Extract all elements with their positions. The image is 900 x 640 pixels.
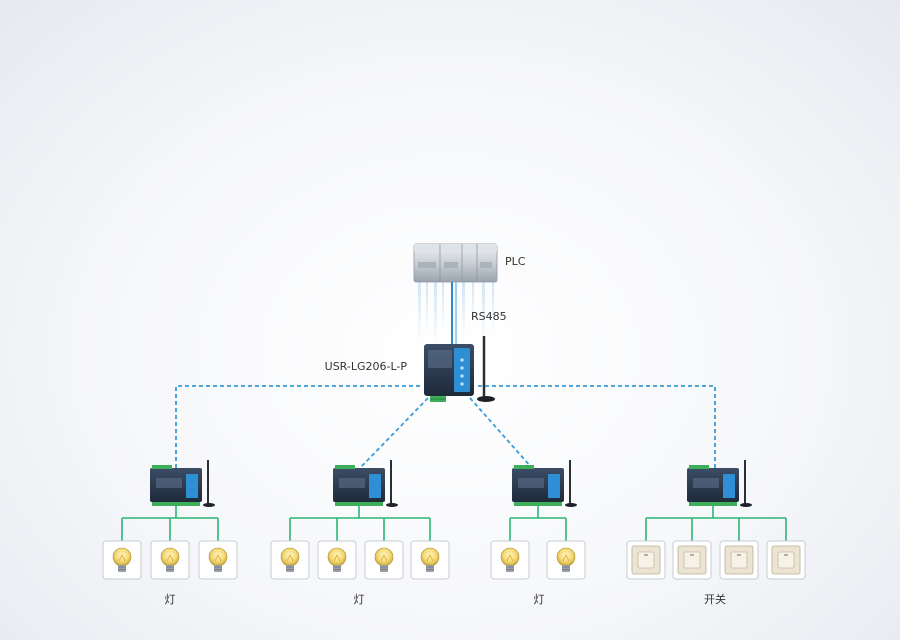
bus-line	[645, 506, 787, 541]
antenna-icon	[477, 336, 495, 402]
gateway-device-icon	[424, 344, 474, 402]
bus-line	[509, 506, 567, 541]
group-labels: 灯 灯 灯 开关	[165, 592, 727, 606]
light-bulb-icon	[546, 540, 586, 580]
bus-line	[289, 506, 431, 541]
light-bulb-icon	[317, 540, 357, 580]
antenna-icon	[740, 460, 752, 507]
light-bulb-icon	[270, 540, 310, 580]
light-bulb-icon	[198, 540, 238, 580]
rs485-cable	[451, 282, 457, 346]
wall-switch-icon	[766, 540, 806, 580]
bus-line	[121, 506, 219, 541]
light-bulb-icon	[490, 540, 530, 580]
light-bulb-icon	[102, 540, 142, 580]
group-label-lights-1: 灯	[165, 593, 176, 606]
light-bulb-icon	[364, 540, 404, 580]
antenna-icon	[386, 460, 398, 507]
lora-node-device-icon	[333, 460, 398, 507]
end-devices	[102, 540, 806, 580]
wall-switch-icon	[719, 540, 759, 580]
lora-node-device-icon	[687, 460, 752, 507]
antenna-icon	[203, 460, 215, 507]
plc-icon	[413, 243, 498, 283]
group-label-lights-3: 灯	[534, 593, 545, 606]
group-label-lights-2: 灯	[354, 593, 365, 606]
wireless-links	[175, 385, 716, 470]
node-devices	[150, 460, 752, 507]
lora-node-device-icon	[150, 460, 215, 507]
gateway-label: USR-LG206-L-P	[325, 360, 408, 373]
wall-switch-icon	[672, 540, 712, 580]
plc-label: PLC	[505, 255, 526, 268]
antenna-icon	[565, 460, 577, 507]
plc-reflection	[418, 282, 494, 346]
rs485-label: RS485	[471, 310, 507, 323]
bus-lines	[121, 506, 787, 541]
group-label-switches: 开关	[704, 592, 726, 606]
light-bulb-icon	[150, 540, 190, 580]
light-bulb-icon	[410, 540, 450, 580]
wall-switch-icon	[626, 540, 666, 580]
lora-node-device-icon	[512, 460, 577, 507]
